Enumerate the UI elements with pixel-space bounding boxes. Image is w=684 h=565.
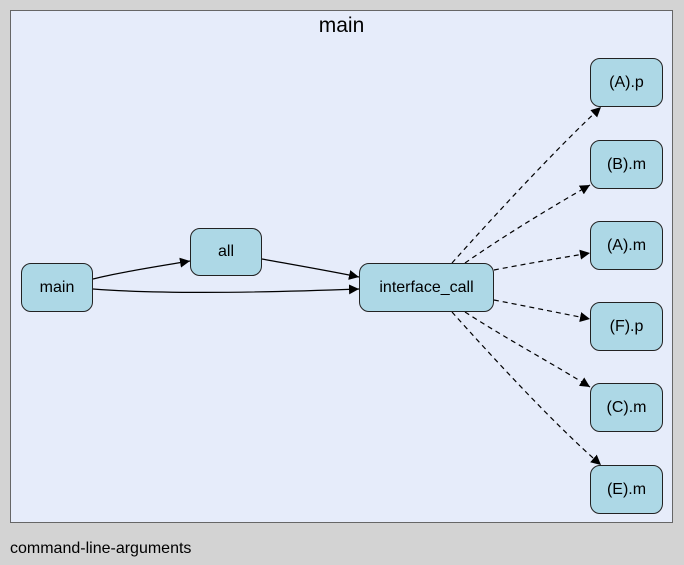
node-main[interactable]: main xyxy=(21,263,93,312)
node-e-m[interactable]: (E).m xyxy=(590,465,663,514)
cluster-main xyxy=(10,10,673,523)
edge-interface_call-to-Cm xyxy=(464,311,591,388)
node-all[interactable]: all xyxy=(190,228,262,276)
node-a-p[interactable]: (A).p xyxy=(590,58,663,107)
package-label: command-line-arguments xyxy=(10,540,192,557)
edge-interface_call-to-Am xyxy=(493,249,591,271)
node-a-m[interactable]: (A).m xyxy=(590,221,663,270)
node-b-m[interactable]: (B).m xyxy=(590,140,663,189)
edge-main-to-interface_call xyxy=(92,284,360,295)
edge-interface_call-to-Bm xyxy=(464,184,591,264)
edge-interface_call-to-Ap xyxy=(451,106,602,264)
node-f-p[interactable]: (F).p xyxy=(590,302,663,351)
node-interface-call[interactable]: interface_call xyxy=(359,263,494,312)
edge-all-to-interface_call xyxy=(261,258,360,280)
cluster-label: main xyxy=(318,14,365,37)
edge-interface_call-to-Em xyxy=(451,311,602,466)
edge-main-to-all xyxy=(92,257,191,280)
edge-interface_call-to-Fp xyxy=(493,299,591,322)
node-c-m[interactable]: (C).m xyxy=(590,383,663,432)
